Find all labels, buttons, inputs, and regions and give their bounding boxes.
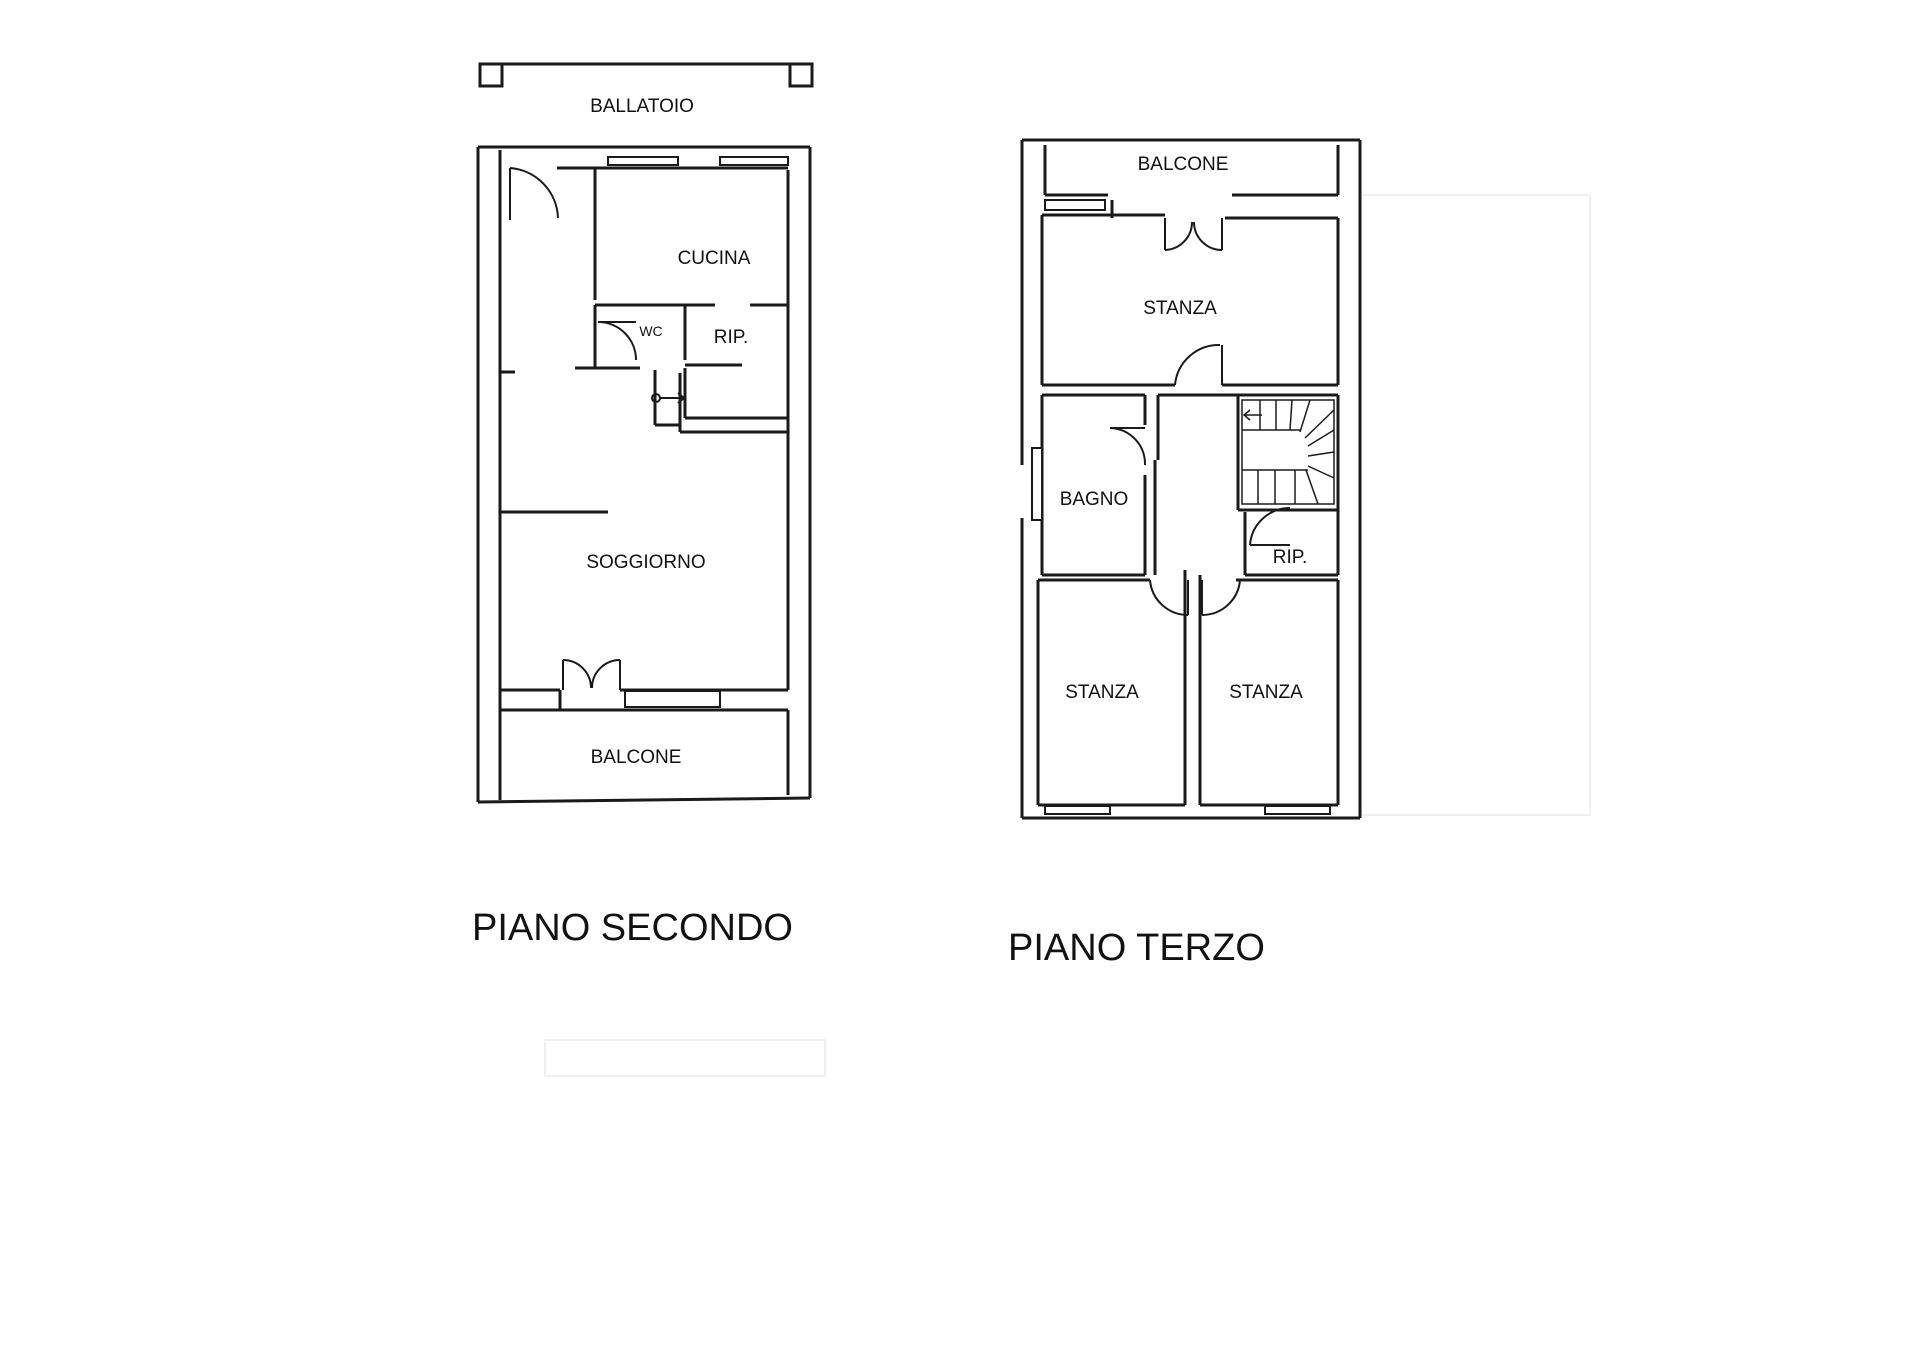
floor-title-terzo: PIANO TERZO [1008, 927, 1265, 969]
room-label-soggiorno: SOGGIORNO [586, 552, 705, 573]
stair-steps-terzo [1241, 399, 1335, 505]
walls-hall-stair [1153, 393, 1340, 575]
ballatoio-rail [478, 62, 814, 88]
stanza-top-double-door [1164, 218, 1223, 251]
interior-walls-secondo [498, 166, 790, 800]
stanza-top-bottom-door [1174, 343, 1223, 386]
room-label-stanza-left: STANZA [1065, 682, 1139, 703]
stair-marker-secondo [651, 392, 686, 404]
room-label-wc: WC [639, 323, 662, 339]
room-label-balcone-secondo: BALCONE [591, 747, 682, 768]
room-label-cucina: CUCINA [678, 248, 751, 269]
floor-title-secondo: PIANO SECONDO [472, 907, 793, 949]
room-label-stanza-top: STANZA [1143, 298, 1217, 319]
outer-walls-terzo [1020, 138, 1362, 820]
walls-stanza-top [1040, 200, 1340, 387]
room-label-bagno: BAGNO [1060, 489, 1129, 510]
walls-rip-terzo [1243, 506, 1338, 577]
walls-bottom-stanze [1036, 570, 1340, 815]
soggiorno-double-door [562, 659, 621, 690]
walls-bagno [1031, 393, 1147, 577]
windows-secondo-top [607, 156, 789, 166]
room-label-rip-terzo: RIP. [1273, 547, 1308, 568]
entrance-door [509, 167, 559, 220]
window-soggiorno-balcone [624, 690, 721, 708]
wc-door [597, 321, 637, 361]
plan-piano-secondo: BALLATOIO CUCINA WC RIP. SOGGIORNO BALCO… [472, 62, 814, 949]
balcone-terzo [1043, 145, 1340, 211]
room-label-ballatoio: BALLATOIO [590, 96, 694, 117]
room-label-rip: RIP. [714, 327, 749, 348]
room-label-balcone-terzo: BALCONE [1138, 154, 1229, 175]
plan-piano-terzo: BALCONE STANZA BAGNO RIP. STANZA STANZA … [1008, 138, 1362, 969]
bottom-stanze-doors [1149, 579, 1241, 617]
room-label-stanza-right: STANZA [1229, 682, 1303, 703]
outer-walls-secondo [476, 145, 812, 804]
